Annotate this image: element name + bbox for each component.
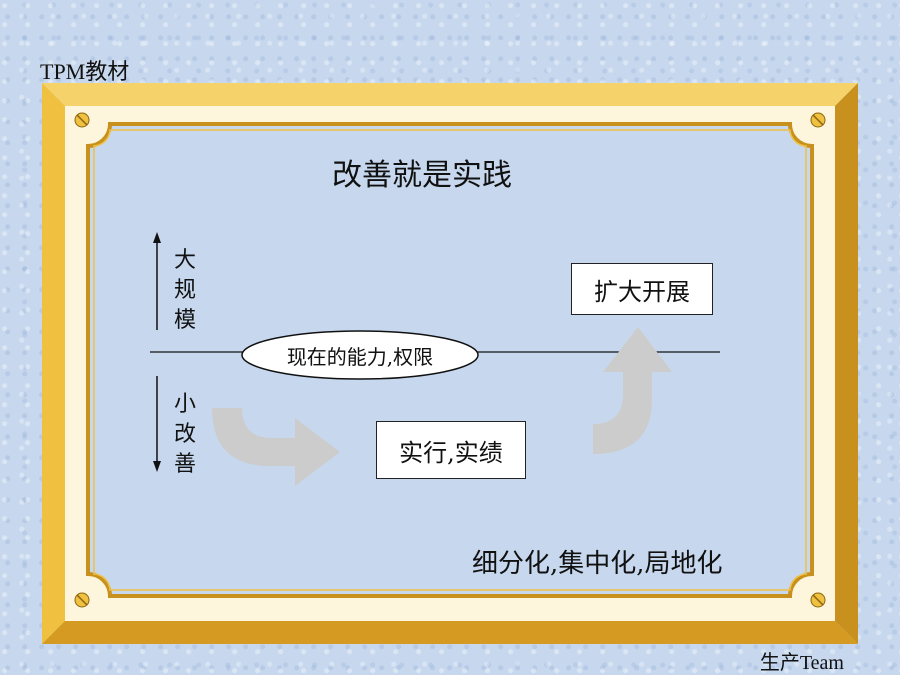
arrow-down-icon: [153, 376, 161, 472]
axis-char: 改: [173, 422, 196, 447]
box-expand: 扩大开展: [571, 263, 713, 315]
arrow-up-icon: [153, 232, 161, 330]
axis-char: 善: [173, 452, 196, 477]
axis-label-small-improvement: 小 改 善: [172, 390, 198, 480]
screw-icon: [74, 112, 90, 128]
curved-arrow-right-icon: [212, 408, 340, 486]
screw-icon: [74, 592, 90, 608]
axis-label-large-scale: 大 规 模: [172, 246, 198, 336]
axis-char: 规: [173, 278, 196, 303]
axis-char: 小: [173, 392, 196, 417]
axis-char: 模: [173, 308, 196, 333]
diagram-title: 改善就是实践: [332, 158, 512, 193]
capability-label: 现在的能力,权限: [286, 344, 434, 369]
summary-text: 细分化,集中化,局地化: [472, 549, 723, 579]
capability-ellipse: [241, 330, 479, 380]
screw-icon: [810, 592, 826, 608]
screw-icon: [810, 112, 826, 128]
header-label: TPM教材: [40, 59, 130, 84]
axis-char: 大: [173, 248, 196, 273]
box-execute: 实行,实绩: [376, 421, 526, 479]
footer-label: 生产Team: [759, 652, 844, 674]
curved-arrow-up-icon: [593, 327, 672, 454]
